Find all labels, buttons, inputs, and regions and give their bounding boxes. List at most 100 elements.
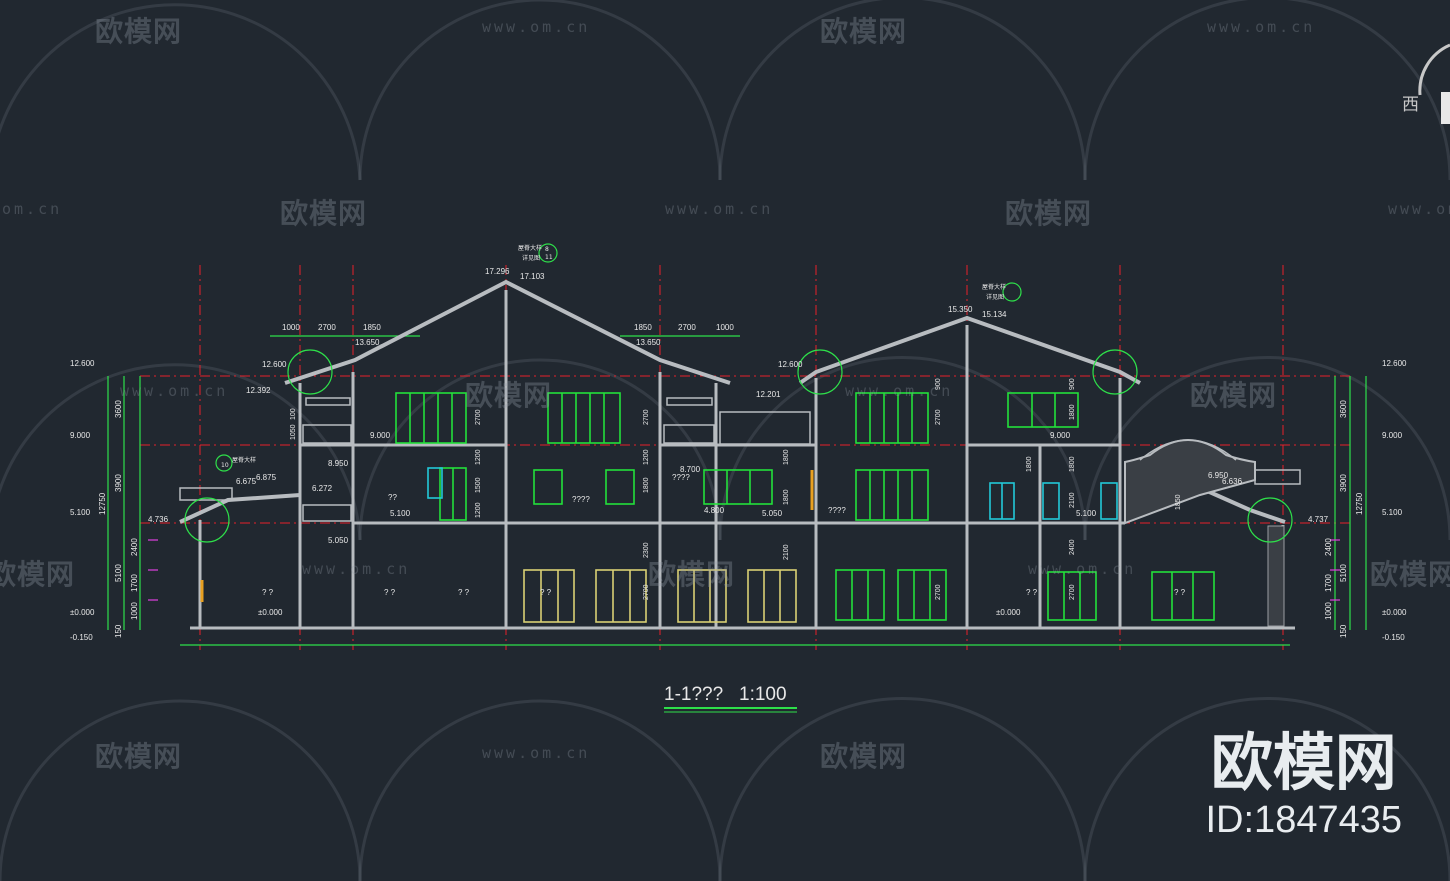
watermark-logo: 欧模网 — [1190, 379, 1278, 412]
svg-text:8.950: 8.950 — [328, 459, 349, 468]
svg-text:1000: 1000 — [130, 602, 139, 620]
elev-right-1: 9.000 — [1382, 431, 1403, 440]
svg-text:1800: 1800 — [783, 489, 790, 505]
watermark-url: www.om.cn — [1207, 18, 1316, 36]
brick-gable — [1124, 439, 1301, 627]
watermark-logo: 欧模网 — [95, 740, 183, 773]
svg-text:2700: 2700 — [318, 323, 336, 332]
svg-text:1000: 1000 — [1324, 602, 1333, 620]
svg-text:13.650: 13.650 — [355, 338, 380, 347]
elev-left-1: 9.000 — [70, 431, 91, 440]
svg-text:5100: 5100 — [114, 564, 123, 582]
svg-text:2700: 2700 — [643, 409, 650, 425]
callout-notes: 屋脊大样 详见图 8 11 屋脊大样 详见图 屋脊大样 10 — [221, 244, 1006, 469]
svg-text:??: ?? — [388, 493, 397, 502]
vertical-dims-right: 3600 3900 12750 5100 2400 1700 1000 150 — [1324, 400, 1364, 638]
svg-text:详见图: 详见图 — [522, 254, 540, 262]
svg-text:5.100: 5.100 — [1076, 509, 1097, 518]
svg-text:? ?: ? ? — [1174, 588, 1186, 597]
svg-text:±0.000: ±0.000 — [258, 608, 283, 617]
svg-text:1800: 1800 — [643, 477, 650, 493]
watermark-logo: 欧模网 — [648, 558, 736, 591]
ridge-levels: 17.296 17.103 15.350 15.134 13.650 13.65… — [246, 267, 1007, 399]
watermark-url: om.cn — [2, 200, 63, 218]
svg-text:3600: 3600 — [1339, 400, 1348, 418]
svg-text:6.272: 6.272 — [312, 484, 333, 493]
svg-text:±0.000: ±0.000 — [996, 608, 1021, 617]
elev-right-4: -0.150 — [1382, 633, 1405, 642]
svg-text:15.350: 15.350 — [948, 305, 973, 314]
svg-text:10: 10 — [221, 462, 229, 469]
svg-text:8.700: 8.700 — [680, 465, 701, 474]
svg-text:? ?: ? ? — [540, 588, 552, 597]
svg-text:1200: 1200 — [643, 449, 650, 465]
watermark-url: www.om.cn — [665, 200, 774, 218]
watermark-url: www.om.cn — [482, 18, 591, 36]
floor-labels: 9.000 8.950 8.700 6.950 6.675 6.875 6.27… — [148, 431, 1329, 617]
doors-cyan — [427, 467, 1118, 520]
svg-text:1200: 1200 — [475, 449, 482, 465]
elev-right-0: 12.600 — [1382, 359, 1407, 368]
svg-text:1700: 1700 — [130, 574, 139, 592]
elevation-labels-left: 12.600 9.000 5.100 ±0.000 -0.150 — [70, 359, 95, 642]
svg-text:6.950: 6.950 — [1208, 471, 1229, 480]
elev-left-2: 5.100 — [70, 508, 91, 517]
svg-text:1800: 1800 — [1026, 456, 1033, 472]
svg-text:12.392: 12.392 — [246, 386, 271, 395]
svg-text:5.100: 5.100 — [390, 509, 411, 518]
brand-name: 欧模网 — [1210, 726, 1397, 799]
svg-text:4.800: 4.800 — [704, 506, 725, 515]
inner-dims: 2700 1200 1500 1200 2700 1200 1800 1800 … — [290, 378, 1182, 600]
svg-text:13.650: 13.650 — [636, 338, 661, 347]
svg-text:12.201: 12.201 — [756, 390, 781, 399]
watermark-url: www.om.cn — [302, 560, 411, 578]
svg-text:2700: 2700 — [475, 409, 482, 425]
drawing-title: 1-1??? 1:100 — [664, 684, 787, 705]
svg-text:100: 100 — [290, 408, 297, 420]
svg-text:2700: 2700 — [935, 584, 942, 600]
watermark-logo: 欧模网 — [820, 740, 908, 773]
svg-text:17.103: 17.103 — [520, 272, 545, 281]
svg-text:1850: 1850 — [634, 323, 652, 332]
watermark-url: www.om.cn — [120, 382, 229, 400]
watermark-logo: 欧模网 — [95, 15, 183, 48]
doors-yellow — [523, 569, 797, 623]
windows-green — [395, 392, 1215, 621]
svg-text:1800: 1800 — [783, 449, 790, 465]
svg-text:????: ???? — [828, 506, 846, 515]
svg-text:2700: 2700 — [935, 409, 942, 425]
watermark-url: www.om.cn — [1388, 200, 1450, 218]
svg-text:5.050: 5.050 — [762, 509, 783, 518]
svg-text:1850: 1850 — [363, 323, 381, 332]
svg-text:900: 900 — [935, 378, 942, 390]
compass-label: 西 — [1402, 95, 1419, 115]
svg-text:? ?: ? ? — [384, 588, 396, 597]
svg-text:????: ???? — [672, 473, 690, 482]
svg-text:5.050: 5.050 — [328, 536, 349, 545]
title-underline — [664, 707, 797, 713]
svg-text:11: 11 — [545, 254, 553, 261]
svg-text:????: ???? — [572, 495, 590, 504]
svg-text:12.600: 12.600 — [778, 360, 803, 369]
svg-text:12750: 12750 — [98, 492, 107, 515]
svg-text:1850: 1850 — [1175, 494, 1182, 510]
svg-text:900: 900 — [1069, 378, 1076, 390]
svg-text:2700: 2700 — [678, 323, 696, 332]
elev-right-2: 5.100 — [1382, 508, 1403, 517]
watermark-url: www.om.cn — [1028, 560, 1137, 578]
wall-lines — [190, 290, 1295, 630]
svg-text:1050: 1050 — [290, 424, 297, 440]
svg-text:3900: 3900 — [1339, 474, 1348, 492]
svg-text:2400: 2400 — [1069, 539, 1076, 555]
svg-text:2400: 2400 — [1324, 538, 1333, 556]
svg-text:12.600: 12.600 — [262, 360, 287, 369]
dimension-ticks — [148, 539, 1340, 601]
svg-text:1200: 1200 — [475, 502, 482, 518]
detail-callouts — [184, 243, 1293, 543]
level-lines — [107, 335, 1367, 646]
stair-marks — [200, 470, 814, 602]
elev-left-3: ±0.000 — [70, 608, 95, 617]
svg-text:1800: 1800 — [1069, 404, 1076, 420]
top-dims: 1000 2700 1850 1850 2700 1000 — [282, 323, 734, 332]
